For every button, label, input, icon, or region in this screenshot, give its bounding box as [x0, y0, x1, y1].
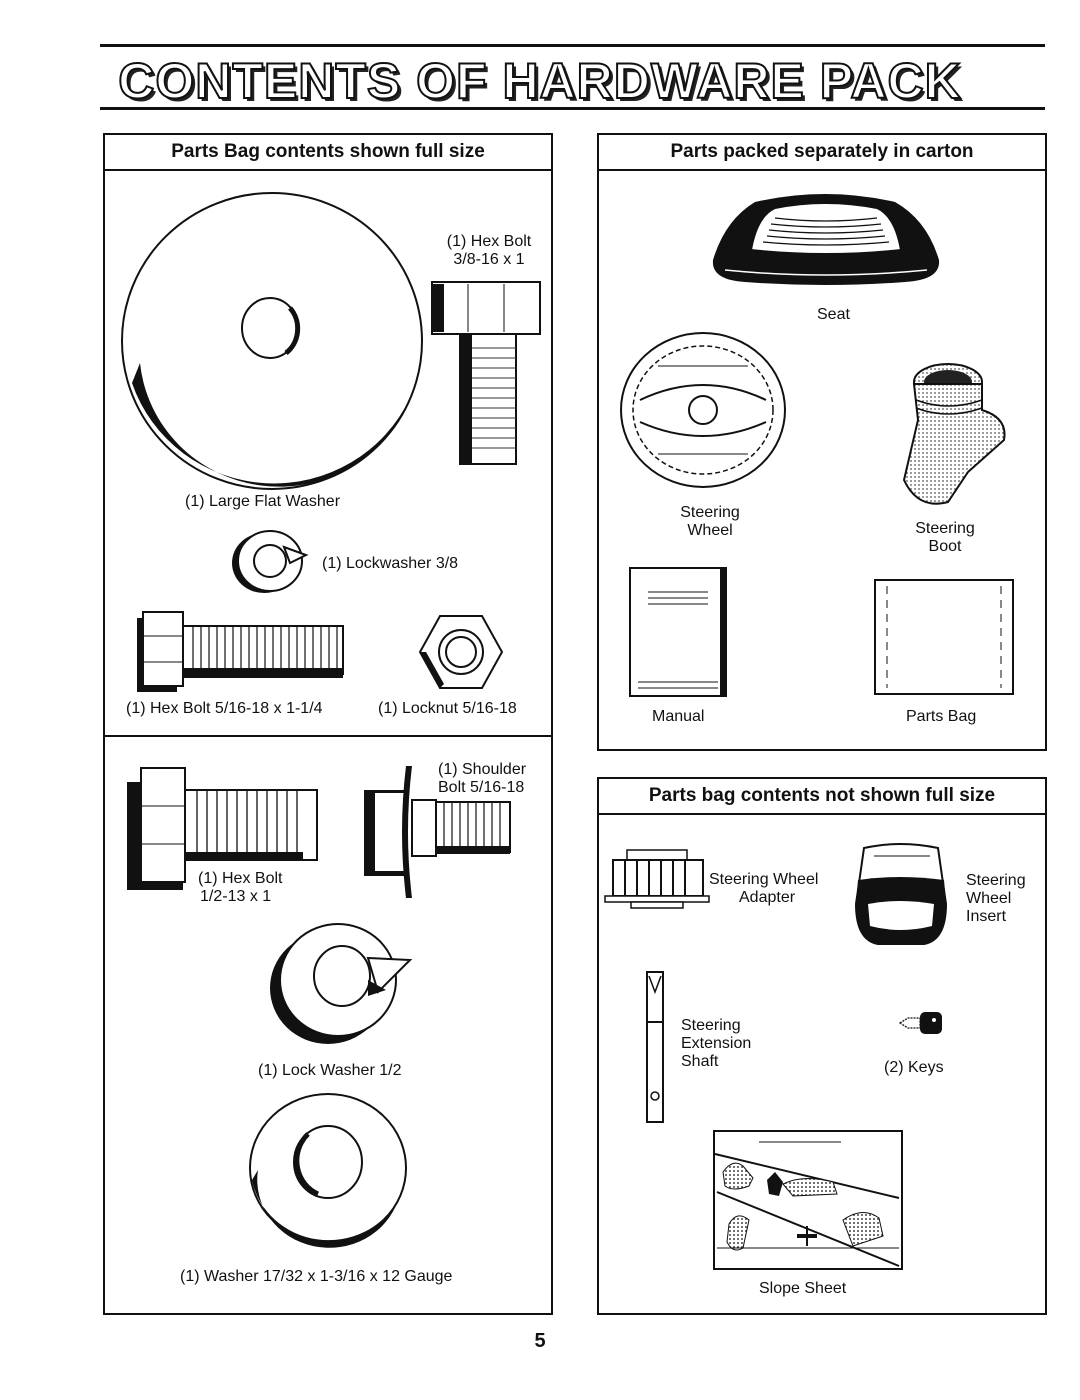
shaft-label-3: Shaft [681, 1053, 719, 1070]
hex-bolt-38-size: 3/8-16 x 1 [453, 251, 525, 268]
slope-sheet-label: Slope Sheet [759, 1280, 847, 1297]
parts-bag-label: Parts Bag [906, 708, 977, 725]
shaft-label-1: Steering [681, 1017, 741, 1034]
insert-label-1: Steering [966, 872, 1026, 889]
left-panel-header: Parts Bag contents shown full size [105, 135, 551, 171]
shaft-label-2: Extension [681, 1035, 752, 1052]
page-number: 5 [534, 1330, 546, 1352]
hex-bolt-38-icon [431, 281, 541, 465]
insert-label-3: Insert [966, 908, 1007, 925]
large-flat-washer-label: (1) Large Flat Washer [185, 493, 341, 510]
steering-boot-label-2: Boot [928, 538, 962, 555]
parts-bag-icon [874, 579, 1014, 695]
adapter-label-2: Adapter [739, 889, 796, 906]
page-title: CONTENTS OF HARDWARE PACK [117, 52, 962, 110]
hex-bolt-12-size: 1/2-13 x 1 [200, 888, 272, 905]
top-rule [100, 44, 1045, 47]
keys-icon [898, 1012, 942, 1034]
locknut-icon [418, 615, 504, 689]
steering-boot-label-1: Steering [915, 520, 975, 537]
steering-boot-icon [902, 363, 1006, 505]
washer-1732-label: (1) Washer 17/32 x 1-3/16 x 12 Gauge [180, 1268, 453, 1285]
lock-washer-12-label: (1) Lock Washer 1/2 [258, 1062, 402, 1079]
right-top-panel-header: Parts packed separately in carton [599, 135, 1045, 171]
lock-washer-12-icon [270, 923, 413, 1044]
hex-bolt-516-icon [137, 611, 344, 692]
keys-label: (2) Keys [884, 1059, 944, 1076]
right-bottom-panel: Parts bag contents not shown full size [597, 777, 1047, 1315]
large-flat-washer-icon [121, 192, 423, 490]
insert-label-2: Wheel [966, 890, 1012, 907]
adapter-label-1: Steering Wheel [709, 871, 819, 888]
steering-wheel-icon [620, 332, 786, 488]
title-underline [100, 107, 1045, 110]
manual-label: Manual [652, 708, 705, 725]
left-panel: Parts Bag contents shown full size [103, 133, 553, 1315]
lockwasher-38-label: (1) Lockwasher 3/8 [322, 555, 459, 572]
steering-wheel-insert-icon [854, 843, 948, 945]
hex-bolt-12-qty: (1) Hex Bolt [198, 870, 283, 887]
washer-1732-icon [249, 1093, 407, 1248]
slope-sheet-icon [713, 1130, 903, 1270]
seat-label: Seat [817, 306, 850, 323]
right-bottom-panel-header: Parts bag contents not shown full size [599, 779, 1045, 815]
hex-bolt-12-icon [127, 767, 318, 890]
locknut-label: (1) Locknut 5/16-18 [378, 700, 517, 717]
shoulder-bolt-line2: Bolt 5/16-18 [438, 779, 525, 796]
lockwasher-38-icon [232, 530, 309, 593]
steering-wheel-adapter-icon [604, 849, 710, 909]
steering-wheel-label-1: Steering [680, 504, 740, 521]
hex-bolt-516-label: (1) Hex Bolt 5/16-18 x 1-1/4 [126, 700, 323, 717]
seat-icon [712, 194, 940, 285]
shoulder-bolt-icon [364, 766, 511, 898]
shoulder-bolt-line1: (1) Shoulder [438, 761, 527, 778]
steering-wheel-label-2: Wheel [687, 522, 733, 539]
hex-bolt-38-qty: (1) Hex Bolt [446, 233, 532, 250]
right-top-panel: Parts packed separately in carton [597, 133, 1047, 751]
left-panel-divider [105, 735, 551, 737]
steering-extension-shaft-icon [646, 971, 664, 1123]
manual-icon [629, 567, 727, 697]
